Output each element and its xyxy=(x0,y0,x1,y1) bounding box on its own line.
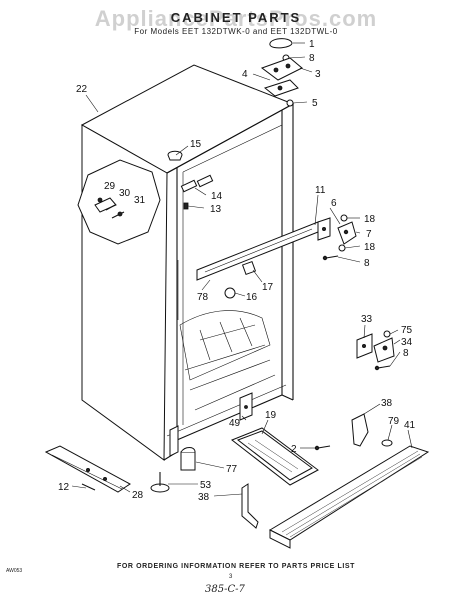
callout-8c: 8 xyxy=(403,348,409,359)
callout-5: 5 xyxy=(312,98,318,109)
callout-31: 31 xyxy=(134,195,146,206)
callout-53: 53 xyxy=(200,480,212,491)
callout-30: 30 xyxy=(119,188,131,199)
top-hinge-parts xyxy=(260,38,303,107)
page-number: 3 xyxy=(229,574,233,580)
callout-49: 49 xyxy=(229,418,241,429)
watermark: AppliancePartsPros.com xyxy=(94,6,378,31)
callout-18: 18 xyxy=(364,214,376,225)
callout-33: 33 xyxy=(361,314,373,325)
callout-28: 28 xyxy=(132,490,144,501)
small-parts xyxy=(167,150,257,299)
callout-17: 17 xyxy=(262,282,274,293)
callout-6: 6 xyxy=(331,198,337,209)
callout-8b: 8 xyxy=(364,258,370,269)
ordering-note: FOR ORDERING INFORMATION REFER TO PARTS … xyxy=(116,563,356,570)
bottom-parts xyxy=(44,392,430,549)
callout-7: 7 xyxy=(366,229,372,240)
callout-78: 78 xyxy=(197,292,209,303)
callout-1: 1 xyxy=(309,39,315,50)
callout-8: 8 xyxy=(309,53,315,64)
detail-inset xyxy=(77,159,161,245)
callout-18b: 18 xyxy=(364,242,376,253)
callout-14: 14 xyxy=(211,191,223,202)
leader-lines xyxy=(71,42,413,497)
cabinet xyxy=(80,64,319,461)
callout-75: 75 xyxy=(401,325,413,336)
callout-13: 13 xyxy=(210,204,222,215)
page-title: CABINET PARTS xyxy=(170,10,302,25)
callout-19: 19 xyxy=(265,410,277,421)
drawing-code: AW053 xyxy=(6,568,23,574)
callout-38: 38 xyxy=(381,398,393,409)
lower-hinge-parts xyxy=(356,330,395,371)
callout-12: 12 xyxy=(58,482,70,493)
callout-11: 11 xyxy=(315,185,326,196)
callout-77: 77 xyxy=(226,464,238,475)
callout-3: 3 xyxy=(315,69,321,80)
callout-34: 34 xyxy=(401,337,413,348)
callout-22: 22 xyxy=(76,84,88,95)
callout-labels: 1 8 3 4 5 22 15 29 30 31 14 13 11 6 18 7… xyxy=(58,39,416,503)
center-hinge-parts xyxy=(317,214,357,261)
callout-38b: 38 xyxy=(198,492,210,503)
callout-15: 15 xyxy=(190,139,202,150)
model-numbers: For Models EET 132DTWK-0 and EET 132DTWL… xyxy=(134,27,338,36)
callout-4: 4 xyxy=(242,69,248,80)
callout-29: 29 xyxy=(104,181,116,192)
callout-2: 2 xyxy=(291,444,297,455)
callout-41: 41 xyxy=(404,420,416,431)
callout-79: 79 xyxy=(388,416,400,427)
handwritten-note: 385-C-7 xyxy=(205,584,245,595)
callout-16: 16 xyxy=(246,292,258,303)
